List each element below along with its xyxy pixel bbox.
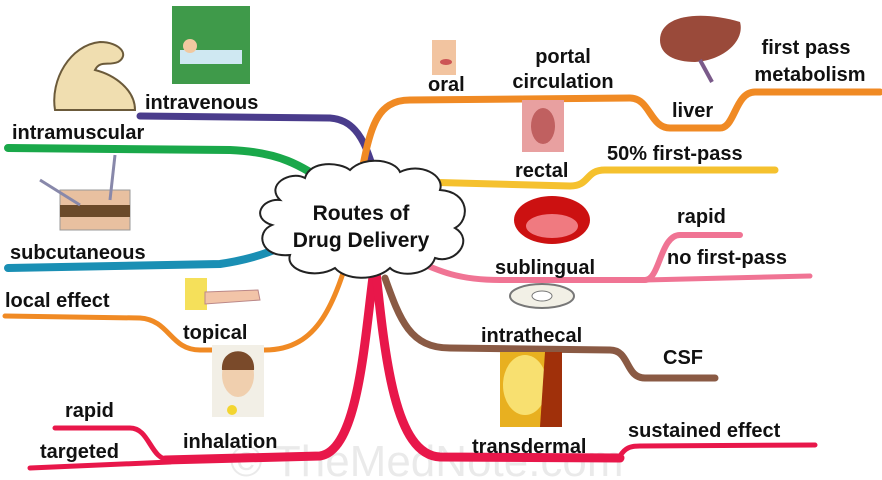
label-transdermal: transdermal — [472, 436, 587, 458]
label-oral: oral — [428, 74, 465, 96]
liver-image — [660, 15, 741, 83]
label-intramuscular: intramuscular — [12, 122, 144, 144]
center-title-line2: Drug Delivery — [293, 229, 430, 252]
branch-intrathecal — [381, 274, 719, 382]
branch-sublingual-no-first-pass — [642, 273, 813, 283]
subcutaneous-injection-image — [39, 154, 131, 231]
label-sustained-effect: sustained effect — [628, 420, 781, 442]
label-inhalation-targeted: targeted — [40, 441, 119, 463]
center-node: Routes of Drug Delivery — [259, 159, 466, 279]
branch-topical — [2, 242, 355, 353]
branch-rectal — [416, 166, 779, 190]
label-topical: topical — [183, 322, 247, 344]
skin-patch-image — [500, 352, 562, 427]
iv-patient-image — [172, 6, 250, 84]
hand-image — [185, 278, 261, 310]
tongue-image — [514, 196, 590, 244]
label-subcutaneous: subcutaneous — [10, 242, 146, 264]
label-portal: portal — [535, 46, 591, 68]
branch-sublingual — [407, 232, 743, 283]
label-liver: liver — [672, 100, 713, 122]
label-first-pass: first pass — [762, 37, 851, 59]
label-inhalation: inhalation — [183, 431, 277, 453]
branch-inhalation-targeted — [27, 459, 173, 471]
cloud-shape — [259, 159, 466, 279]
label-intrathecal: intrathecal — [481, 325, 582, 347]
branch-sustained-effect — [617, 442, 818, 459]
center-title-line1: Routes of — [313, 202, 411, 225]
branch-oral — [356, 88, 882, 184]
vertebra-image — [509, 283, 575, 309]
label-rectal: rectal — [515, 160, 568, 182]
flexed-arm-image — [53, 40, 137, 111]
label-sublingual-rapid: rapid — [677, 206, 726, 228]
rectum-image — [522, 100, 564, 152]
label-no-first-pass: no first-pass — [667, 247, 787, 269]
woman-smelling-flower-image — [212, 345, 264, 417]
label-metabolism: metabolism — [754, 64, 865, 86]
branch-inhalation — [160, 257, 380, 465]
label-rectal-first-pass: 50% first-pass — [607, 143, 743, 165]
mouth-profile-image — [432, 40, 456, 75]
branch-transdermal — [370, 257, 625, 463]
label-intravenous: intravenous — [145, 92, 258, 114]
branch-inhalation-rapid — [52, 425, 173, 463]
label-csf: CSF — [663, 347, 703, 369]
label-sublingual: sublingual — [495, 257, 595, 279]
label-circulation: circulation — [512, 71, 613, 93]
label-local-effect: local effect — [5, 290, 110, 312]
label-inhalation-rapid: rapid — [65, 400, 114, 422]
